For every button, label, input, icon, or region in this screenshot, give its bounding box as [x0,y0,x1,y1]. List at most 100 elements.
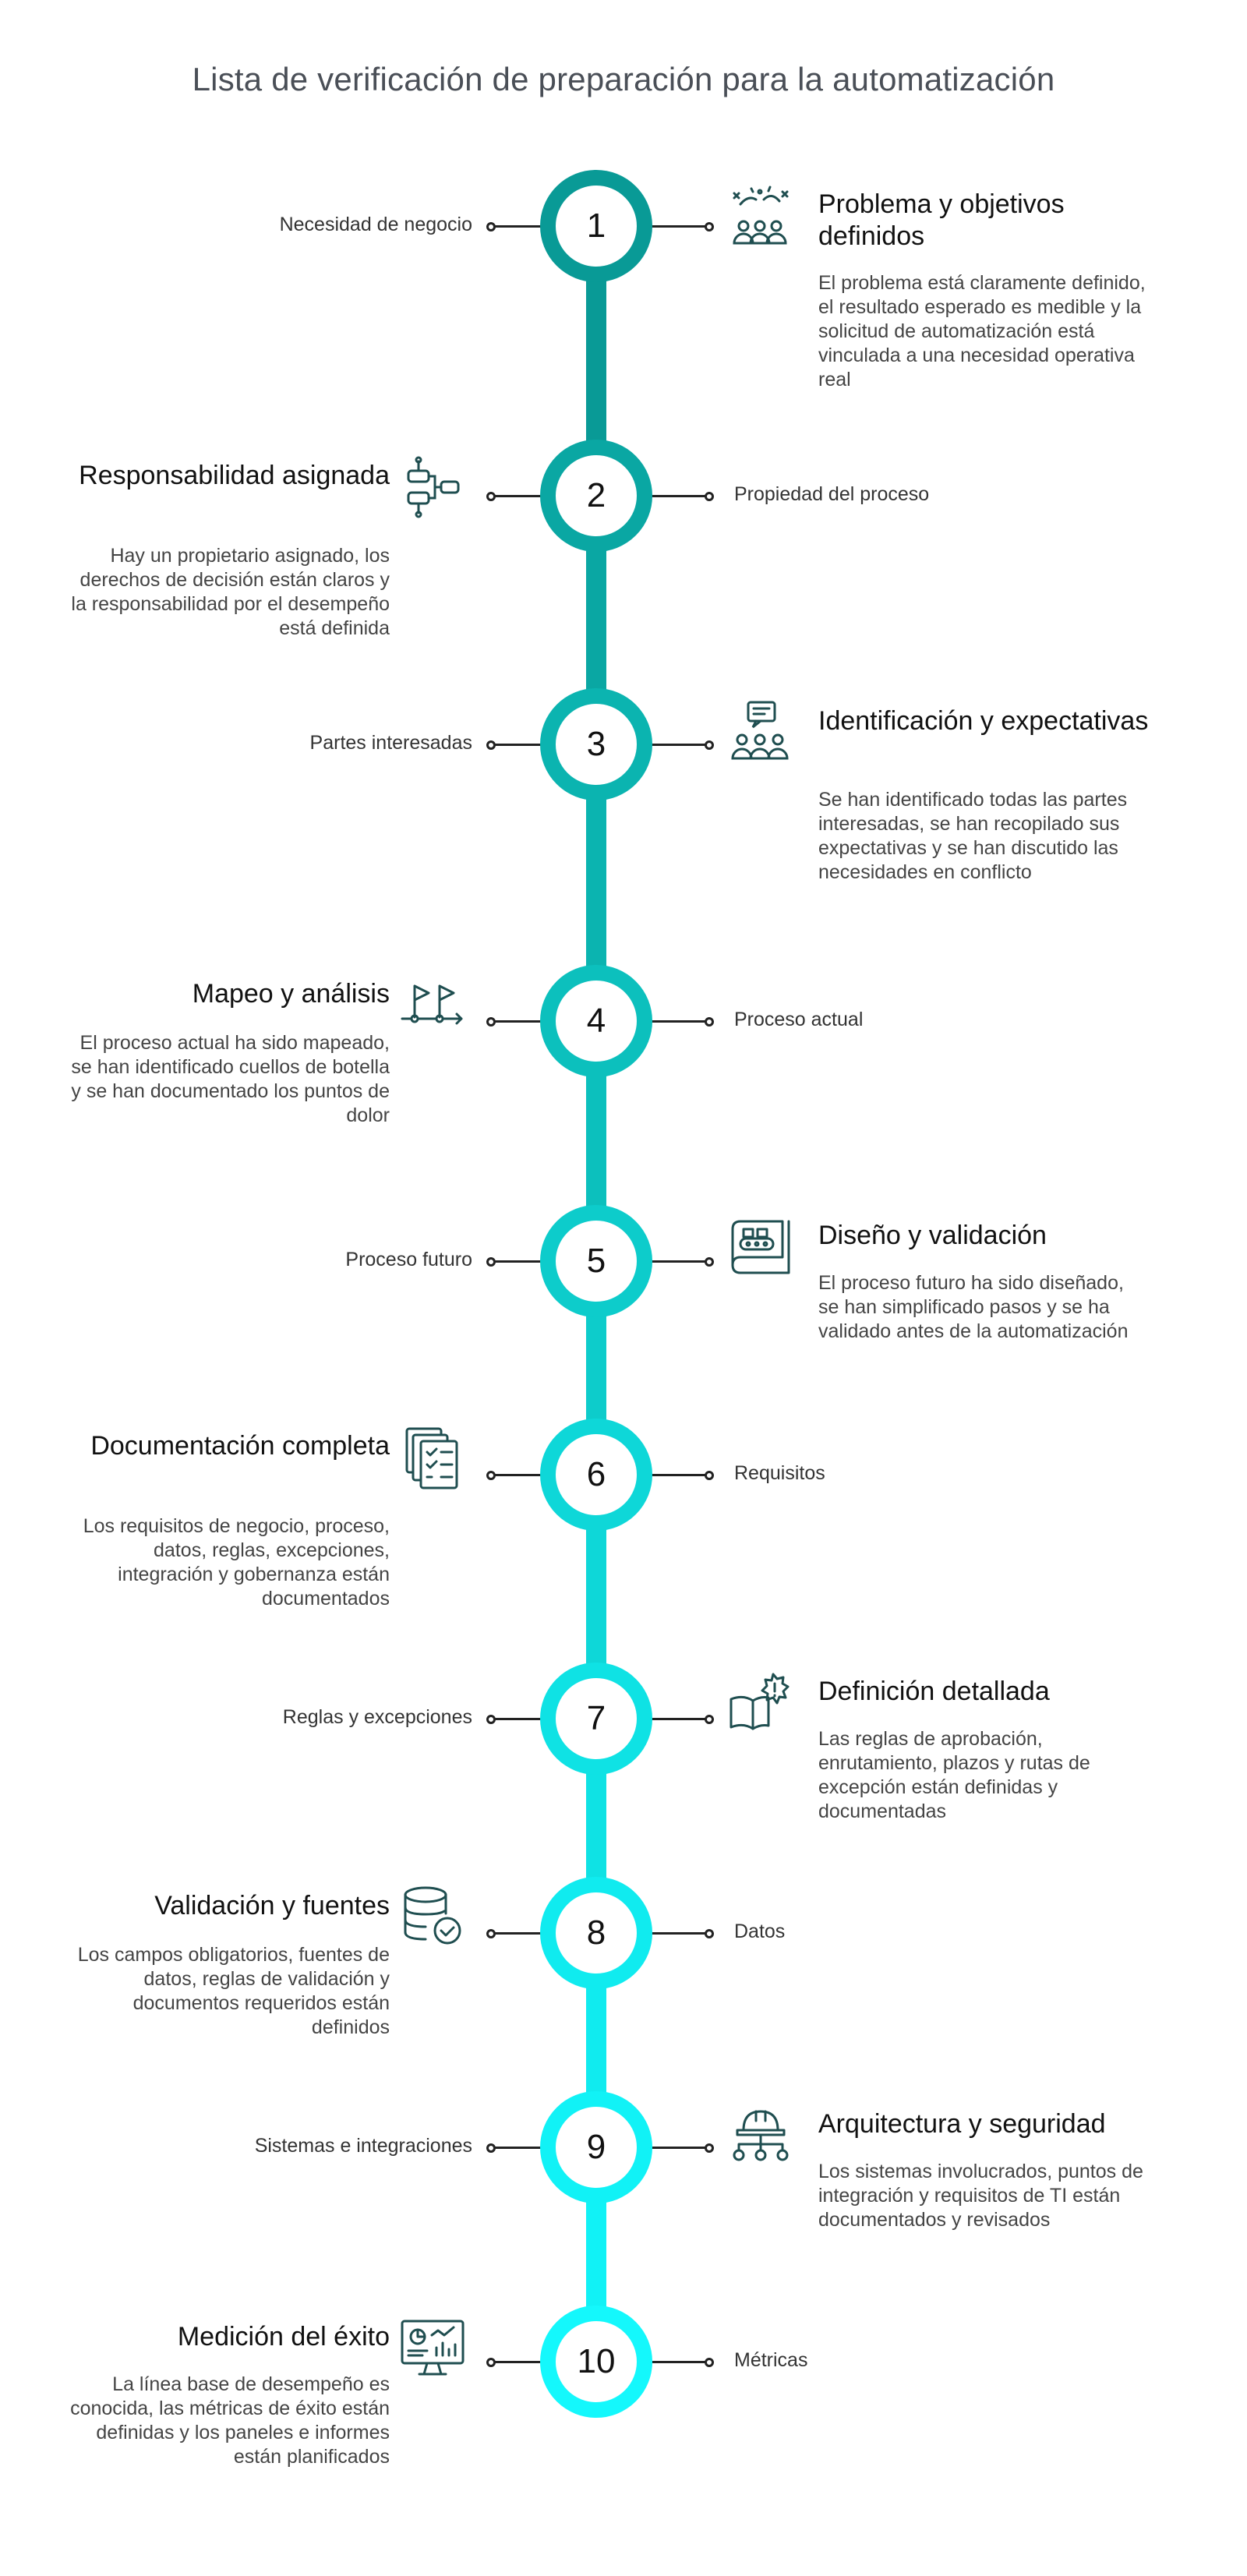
connector-right [652,1932,706,1935]
step-5-number: 5 [540,1205,652,1317]
people-celebration-icon [725,181,795,251]
connector-left [494,1474,541,1476]
step-10-number: 10 [540,2306,652,2418]
connector-dot-left [486,1257,496,1267]
step-9-description: Los sistemas involucrados, puntos de int… [818,2161,1143,2231]
timeline-spine-segment [586,1521,606,1672]
hierarchy-blocks-icon [397,452,468,522]
timeline-spine-segment [586,1308,606,1428]
connector-dot-right [705,1715,714,1724]
step-1-number: 1 [540,170,652,282]
connector-right [652,1020,706,1023]
connector-dot-left [486,1017,496,1027]
connector-right [652,225,706,228]
step-9-side-label: Sistemas e integraciones [254,2135,472,2157]
step-3-title: Identificación y expectativas [818,706,1149,736]
step-5-side-label: Proceso futuro [345,1249,472,1270]
connector-dot-right [705,1929,714,1938]
timeline-spine-segment [586,273,606,449]
connector-dot-left [486,492,496,501]
step-8-description: Los campos obligatorios, fuentes de dato… [77,1944,390,2038]
step-5-title: Diseño y validación [818,1221,1047,1250]
step-5-description: El proceso futuro ha sido diseñado, se h… [818,1272,1129,1342]
connector-dot-right [705,2358,714,2367]
step-7-side-label: Reglas y excepciones [282,1706,472,1728]
connector-left [494,495,541,497]
connector-dot-right [705,1257,714,1267]
connector-dot-right [705,2143,714,2153]
step-8-title: Validación y fuentes [154,1891,390,1921]
connector-left [494,1260,541,1263]
connector-left [494,2147,541,2149]
step-6-number: 6 [540,1419,652,1531]
network-helmet-icon [725,2101,795,2171]
timeline-spine-segment [586,791,606,974]
step-4-title: Mapeo y análisis [192,979,390,1009]
checklist-documents-icon [397,1422,468,1493]
connector-right [652,1474,706,1476]
connector-left [494,744,541,746]
step-2-side-label: Propiedad del proceso [734,483,930,505]
step-2-number: 2 [540,440,652,552]
step-7-title: Definición detallada [818,1677,1050,1706]
step-1-side-label: Necesidad de negocio [279,214,472,235]
connector-left [494,2361,541,2363]
connector-dot-right [705,1471,714,1480]
step-4-number: 4 [540,965,652,1077]
timeline-spine-segment [586,1980,606,2101]
timeline-spine-segment [586,2194,606,2315]
connector-right [652,1718,706,1720]
connector-right [652,744,706,746]
connector-dot-right [705,492,714,501]
connector-dot-right [705,740,714,750]
connector-dot-left [486,1715,496,1724]
step-9-title: Arquitectura y seguridad [818,2109,1106,2139]
step-1-description: El problema está claramente definido, el… [818,272,1146,390]
connector-left [494,1932,541,1935]
connector-dot-left [486,740,496,750]
connector-dot-right [705,1017,714,1027]
connector-dot-left [486,1471,496,1480]
step-6-title: Documentación completa [90,1431,390,1461]
step-10-description: La línea base de desempeño es conocida, … [70,2373,390,2468]
connector-dot-left [486,2358,496,2367]
step-2-title: Responsabilidad asignada [79,461,390,490]
timeline-spine-segment [586,542,606,698]
connector-dot-left [486,222,496,231]
connector-dot-right [705,222,714,231]
blueprint-icon [725,1212,795,1282]
step-7-description: Las reglas de aprobación, enrutamiento, … [818,1728,1090,1822]
step-2-description: Hay un propietario asignado, los derecho… [71,545,390,639]
step-10-side-label: Métricas [734,2349,808,2371]
connector-right [652,2361,706,2363]
step-8-number: 8 [540,1877,652,1989]
timeline-spine-segment [586,1765,606,1886]
timeline-spine-segment [586,1068,606,1214]
connector-left [494,225,541,228]
flags-path-icon [397,970,468,1041]
dashboard-monitor-icon [397,2313,468,2383]
step-3-side-label: Partes interesadas [309,732,472,754]
group-chat-icon [725,698,795,768]
step-3-number: 3 [540,688,652,800]
step-6-side-label: Requisitos [734,1462,825,1484]
step-10-title: Medición del éxito [177,2322,390,2352]
connector-dot-left [486,2143,496,2153]
step-6-description: Los requisitos de negocio, proceso, dato… [83,1515,390,1610]
step-4-description: El proceso actual ha sido mapeado, se ha… [71,1032,390,1126]
connector-dot-left [486,1929,496,1938]
step-9-number: 9 [540,2091,652,2203]
connector-left [494,1718,541,1720]
connector-right [652,2147,706,2149]
step-3-description: Se han identificado todas las partes int… [818,789,1128,883]
database-check-icon [397,1882,468,1952]
page-title: Lista de verificación de preparación par… [192,61,1055,97]
book-alert-icon [725,1668,795,1738]
step-4-side-label: Proceso actual [734,1009,864,1030]
step-1-title: Problema y objetivos definidos [818,189,1065,251]
step-7-number: 7 [540,1663,652,1775]
connector-right [652,1260,706,1263]
connector-left [494,1020,541,1023]
connector-right [652,495,706,497]
step-8-side-label: Datos [734,1921,786,1942]
